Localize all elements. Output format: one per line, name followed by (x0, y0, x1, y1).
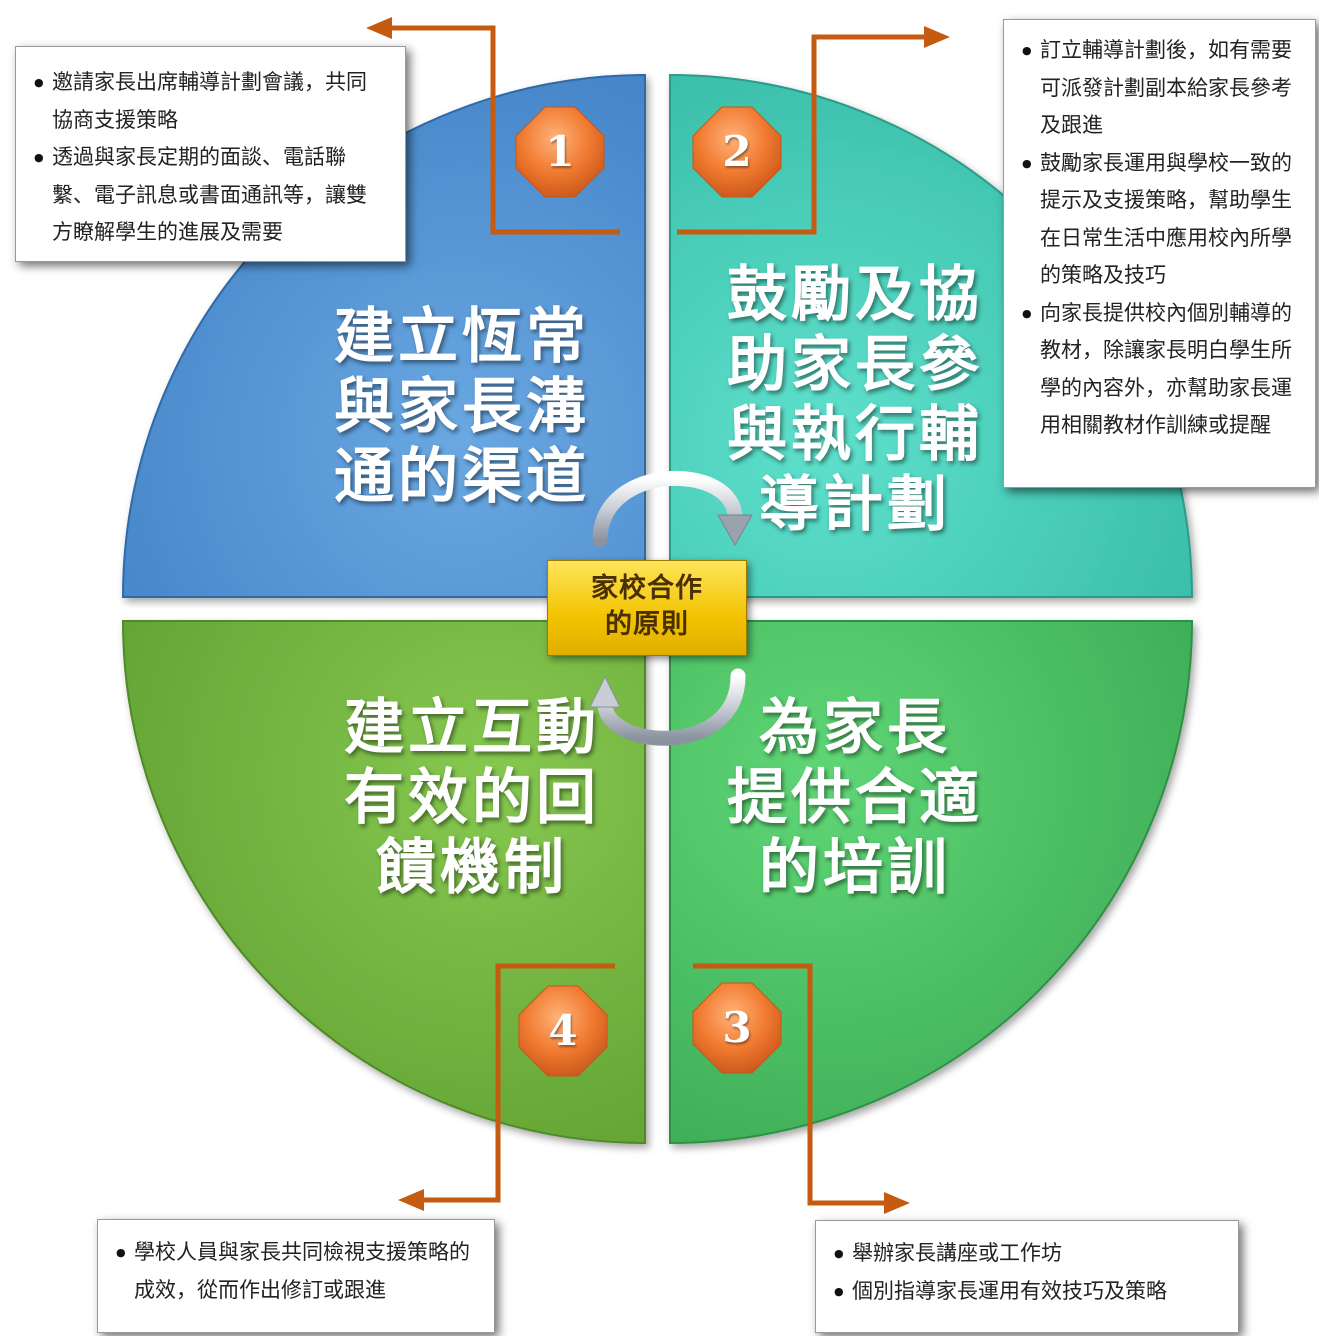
badge-1-number: 1 (545, 127, 575, 176)
callout-4-bullet: 學校人員與家長共同檢視支援策略的成效，從而作出修訂或跟進 (116, 1234, 480, 1309)
callout-2-bullet: 訂立輔導計劃後，如有需要可派發計劃副本給家長參考及跟進 (1022, 32, 1309, 145)
arrowhead-4 (398, 1189, 424, 1211)
callout-2-bullet: 向家長提供校內個別輔導的教材，除讓家長明白學生所學的內容外，亦幫助家長運用相關教… (1022, 295, 1309, 445)
quadrant-4-title-line: 有效的回 (344, 763, 600, 833)
arrowhead-2 (924, 26, 950, 48)
cycle-arrow-top (592, 470, 743, 548)
center-label-line: 的原則 (605, 609, 689, 640)
quadrant-1-title-line: 通的渠道 (334, 442, 590, 512)
badge-2-number: 2 (722, 127, 752, 176)
callout-2-bullet: 鼓勵家長運用與學校一致的提示及支援策略，幫助學生在日常生活中應用校內所學的策略及… (1022, 145, 1309, 295)
quadrant-3-title-line: 為家長 (759, 693, 951, 763)
callout-box-3: 舉辦家長講座或工作坊 個別指導家長運用有效技巧及策略 (815, 1220, 1239, 1333)
badge-3-octagon (692, 982, 782, 1074)
quadrant-4-shape (121, 620, 646, 1145)
connector-2 (677, 34, 925, 235)
badge-3-number: 3 (722, 1003, 752, 1052)
quadrant-2-title-line: 助家長參 (727, 330, 983, 400)
callout-3-bullet: 舉辦家長講座或工作坊 (834, 1235, 1224, 1273)
quadrant-2-title: 鼓勵及協 助家長參 與執行輔 導計劃 (715, 260, 995, 540)
callout-1-bullet: 透過與家長定期的面談、電話聯繫、電子訊息或書面通訊等，讓雙方瞭解學生的進展及需要 (34, 139, 387, 252)
center-label: 家校合作 的原則 (547, 560, 747, 656)
cycle-arrow-bottom (597, 668, 746, 746)
callout-box-2: 訂立輔導計劃後，如有需要可派發計劃副本給家長參考及跟進 鼓勵家長運用與學校一致的… (1003, 19, 1316, 488)
quadrant-1-title-line: 建立恆常 (334, 302, 590, 372)
quadrant-2-title-line: 與執行輔 (727, 400, 983, 470)
cycle-arrowhead-top (717, 514, 753, 547)
callout-1-bullet: 邀請家長出席輔導計劃會議，共同協商支援策略 (34, 64, 387, 139)
connector-3 (693, 963, 890, 1206)
connector-4 (418, 963, 615, 1203)
quadrant-4-title-line: 建立互動 (344, 693, 600, 763)
center-label-line: 家校合作 (591, 573, 703, 604)
quadrant-1-title: 建立恆常 與家長溝 通的渠道 (322, 302, 602, 512)
quadrant-3-shape (669, 620, 1194, 1145)
quadrant-3-title: 為家長 提供合適 的培訓 (715, 693, 995, 903)
connector-lines (388, 25, 925, 1206)
quadrant-4-title: 建立互動 有效的回 饋機制 (332, 693, 612, 903)
quadrant-2-title-line: 鼓勵及協 (727, 260, 983, 330)
badge-4-number: 4 (548, 1006, 578, 1055)
badge-1-octagon (515, 106, 605, 198)
quadrant-2-title-line: 導計劃 (759, 470, 951, 540)
cycle-arrowhead-bottom (589, 675, 621, 708)
connector-1 (388, 25, 620, 235)
quadrant-1-title-line: 與家長溝 (334, 372, 590, 442)
arrowhead-3 (884, 1192, 910, 1214)
callout-box-1: 邀請家長出席輔導計劃會議，共同協商支援策略 透過與家長定期的面談、電話聯繫、電子… (15, 46, 406, 262)
callout-box-4: 學校人員與家長共同檢視支援策略的成效，從而作出修訂或跟進 (97, 1219, 495, 1333)
badge-4-octagon (518, 985, 608, 1077)
badge-2-octagon (692, 106, 782, 198)
quadrant-3-title-line: 提供合適 (727, 763, 983, 833)
arrowhead-1 (366, 17, 392, 39)
quadrant-4-title-line: 饋機制 (376, 833, 568, 903)
callout-3-bullet: 個別指導家長運用有效技巧及策略 (834, 1273, 1224, 1311)
quadrant-3-title-line: 的培訓 (759, 833, 951, 903)
